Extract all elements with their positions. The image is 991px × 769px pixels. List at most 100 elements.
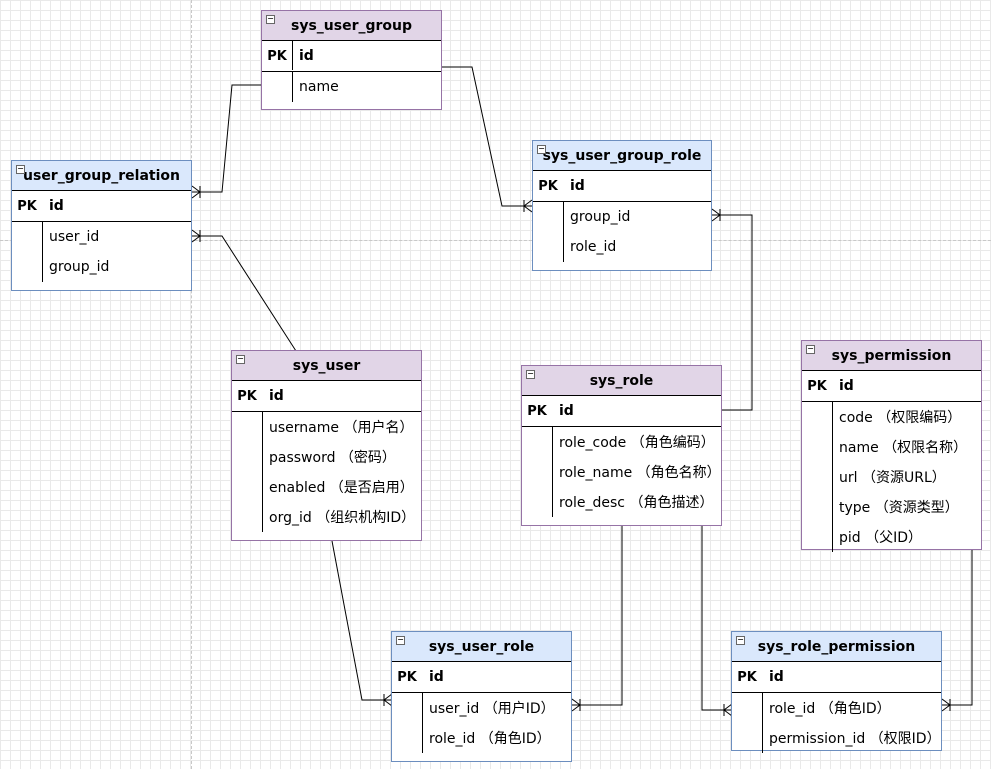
table-title: sys_user_group_role xyxy=(542,147,702,164)
connector-role-to-group-role xyxy=(712,214,753,411)
pk-row[interactable]: PK id xyxy=(232,380,421,412)
collapse-icon[interactable]: − xyxy=(736,635,745,645)
table-title: sys_role_permission xyxy=(757,638,916,655)
field-name: role_id （角色ID） xyxy=(429,731,551,747)
pk-row[interactable]: PK id xyxy=(522,395,721,427)
collapse-icon[interactable]: − xyxy=(266,14,275,24)
table-sys-role[interactable]: − sys_role PK id role_code （角色编码） role_n… xyxy=(521,365,722,526)
table-header[interactable]: − sys_user xyxy=(232,351,421,380)
table-header[interactable]: − sys_permission xyxy=(802,341,981,370)
field-name: user_id （用户ID） xyxy=(429,701,555,717)
pk-label: PK xyxy=(538,178,558,194)
collapse-icon[interactable]: − xyxy=(537,144,546,154)
field-row[interactable]: permission_id （权限ID） xyxy=(732,723,941,753)
connector-role-to-role-permission xyxy=(701,526,732,711)
table-sys-permission[interactable]: − sys_permission PK id code （权限编码） name … xyxy=(801,340,982,552)
collapse-icon[interactable]: − xyxy=(16,164,25,174)
table-sys-user-group-role[interactable]: − sys_user_group_role PK id group_id rol… xyxy=(532,140,712,271)
pk-label: PK xyxy=(397,669,417,685)
field-row[interactable]: password （密码） xyxy=(232,442,421,472)
table-header[interactable]: − user_group_relation xyxy=(12,161,191,190)
pk-row[interactable]: PK id xyxy=(533,170,711,202)
field-row[interactable]: code （权限编码） xyxy=(802,402,981,432)
pk-label: PK xyxy=(237,388,257,404)
field-row[interactable]: name （权限名称） xyxy=(802,432,981,462)
table-user-group-relation[interactable]: − user_group_relation PK id user_id grou… xyxy=(11,160,192,291)
field-name: url （资源URL） xyxy=(839,470,946,486)
grid-guide-vertical xyxy=(191,0,192,769)
field-row[interactable]: org_id （组织机构ID） xyxy=(232,502,421,532)
field-row[interactable]: type （资源类型） xyxy=(802,492,981,522)
pk-field: id xyxy=(769,669,784,685)
crowfoot-user-to-group-relation xyxy=(191,229,201,243)
crowfoot-user-to-user-role xyxy=(383,693,393,707)
table-sys-role-permission[interactable]: − sys_role_permission PK id role_id （角色I… xyxy=(731,631,942,753)
table-title: sys_user xyxy=(292,357,361,374)
collapse-icon[interactable]: − xyxy=(236,354,245,364)
pk-row[interactable]: PK id xyxy=(12,190,191,222)
table-sys-user-group[interactable]: − sys_user_group PK id name xyxy=(261,10,442,110)
pk-field: id xyxy=(570,178,585,194)
field-name: role_id （角色ID） xyxy=(769,701,891,717)
pk-label: PK xyxy=(807,378,827,394)
pk-row[interactable]: PK id xyxy=(392,661,571,693)
field-row[interactable]: role_id xyxy=(533,232,711,262)
collapse-icon[interactable]: − xyxy=(806,344,815,354)
field-row[interactable]: group_id xyxy=(533,202,711,232)
field-name: type （资源类型） xyxy=(839,500,959,516)
table-title: sys_user_role xyxy=(428,638,535,655)
field-row[interactable]: role_desc （角色描述） xyxy=(522,487,721,517)
field-row[interactable]: username （用户名） xyxy=(232,412,421,442)
table-sys-user[interactable]: − sys_user PK id username （用户名） password… xyxy=(231,350,422,541)
pk-field: id xyxy=(559,403,574,419)
crowfoot-role-to-role-permission xyxy=(723,703,733,717)
crowfoot-role-to-user-role xyxy=(571,698,581,712)
field-row[interactable]: role_code （角色编码） xyxy=(522,427,721,457)
field-name: group_id xyxy=(49,259,110,275)
field-name: permission_id （权限ID） xyxy=(769,731,941,747)
field-row[interactable]: group_id xyxy=(12,252,191,282)
field-row[interactable]: name xyxy=(262,72,441,102)
field-row[interactable]: user_id xyxy=(12,222,191,252)
table-header[interactable]: − sys_user_role xyxy=(392,632,571,661)
field-name: org_id （组织机构ID） xyxy=(269,510,416,526)
field-row[interactable]: role_id （角色ID） xyxy=(732,693,941,723)
table-header[interactable]: − sys_role xyxy=(522,366,721,395)
pk-label: PK xyxy=(267,48,287,64)
connector-user-to-group-relation xyxy=(192,235,297,352)
connector-permission-to-role-permission xyxy=(942,550,973,706)
table-header[interactable]: − sys_user_group_role xyxy=(533,141,711,170)
crowfoot-group-to-group-role xyxy=(523,199,533,213)
field-name: role_desc （角色描述） xyxy=(559,495,714,511)
collapse-icon[interactable]: − xyxy=(526,369,535,379)
grid-guide-horizontal xyxy=(0,240,991,241)
field-name: enabled （是否启用） xyxy=(269,480,414,496)
field-name: user_id xyxy=(49,229,100,245)
table-title: sys_user_group xyxy=(290,17,413,34)
pk-field: id xyxy=(299,48,314,64)
table-title: user_group_relation xyxy=(23,167,180,184)
pk-row[interactable]: PK id xyxy=(262,40,441,72)
table-header[interactable]: − sys_user_group xyxy=(262,11,441,40)
pk-row[interactable]: PK id xyxy=(732,661,941,693)
table-title: sys_role xyxy=(589,372,654,389)
pk-row[interactable]: PK id xyxy=(802,370,981,402)
pk-field: id xyxy=(269,388,284,404)
table-sys-user-role[interactable]: − sys_user_role PK id user_id （用户ID） rol… xyxy=(391,631,572,762)
connector-role-to-user-role xyxy=(572,526,623,706)
collapse-icon[interactable]: − xyxy=(396,635,405,645)
table-header[interactable]: − sys_role_permission xyxy=(732,632,941,661)
pk-label: PK xyxy=(737,669,757,685)
field-name: role_id xyxy=(570,239,617,255)
crowfoot-permission-to-role-permission xyxy=(941,698,951,712)
field-row[interactable]: role_name （角色名称） xyxy=(522,457,721,487)
crowfoot-role-to-group-role xyxy=(711,208,721,222)
field-row[interactable]: enabled （是否启用） xyxy=(232,472,421,502)
field-row[interactable]: url （资源URL） xyxy=(802,462,981,492)
field-name: username （用户名） xyxy=(269,420,414,436)
field-row[interactable]: pid （父ID） xyxy=(802,522,981,552)
pk-field: id xyxy=(429,669,444,685)
field-row[interactable]: role_id （角色ID） xyxy=(392,723,571,753)
field-row[interactable]: user_id （用户ID） xyxy=(392,693,571,723)
